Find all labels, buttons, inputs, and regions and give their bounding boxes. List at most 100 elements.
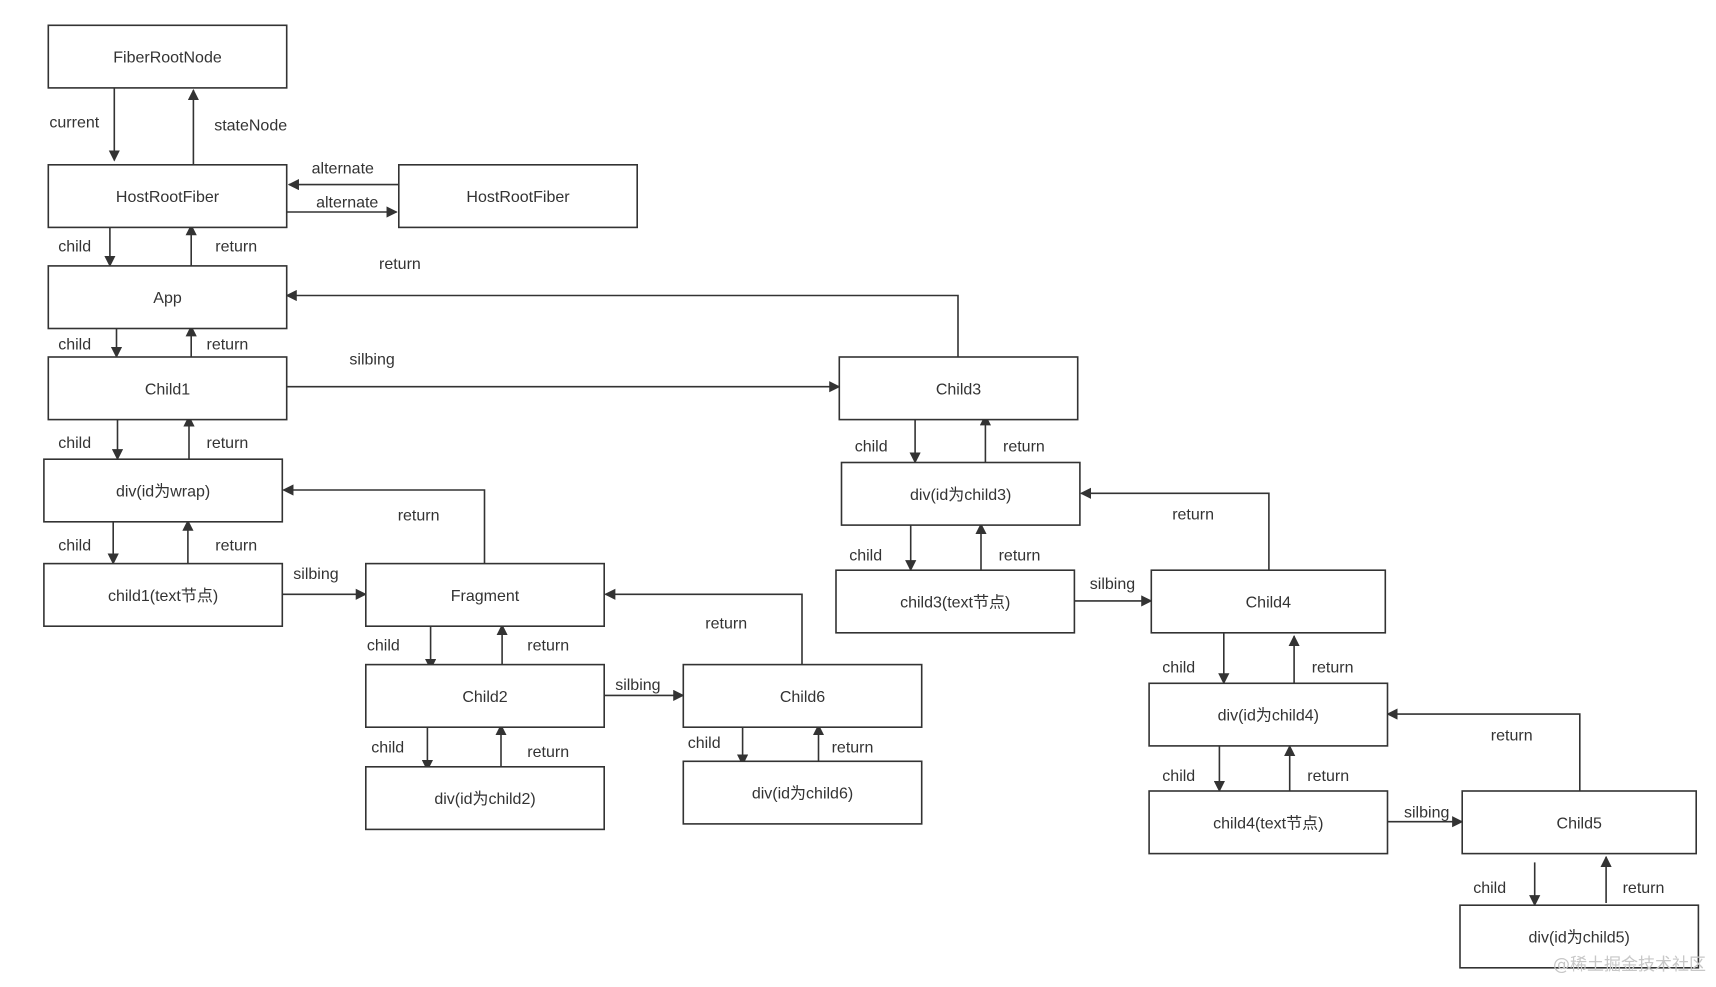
node-label: div(id为child3) xyxy=(910,486,1011,504)
node-box xyxy=(47,356,288,421)
edge-label: return xyxy=(215,537,257,554)
node-div-child2: div(id为child2) xyxy=(364,765,605,831)
edge-child4-text-to-child5-silbing: silbing xyxy=(1387,804,1464,828)
edge-fragment-to-wrap-return: return xyxy=(282,484,486,564)
edge-label: return xyxy=(215,239,257,256)
node-box xyxy=(364,562,605,627)
edge-label: return xyxy=(1312,659,1354,676)
edge-child2-to-fragment-return: return xyxy=(496,623,569,665)
edge-label: return xyxy=(398,508,440,525)
node-label: child3(text节点) xyxy=(900,594,1010,612)
node-label: child1(text节点) xyxy=(108,587,218,605)
edge-label: return xyxy=(527,637,569,654)
node-box xyxy=(47,265,288,330)
edge-label: child xyxy=(58,537,91,554)
node-label: div(id为child2) xyxy=(434,790,535,808)
node-child1-text: child1(text节点) xyxy=(43,562,284,627)
node-label: Child5 xyxy=(1557,815,1602,832)
edge-hostroot-to-app-child: child xyxy=(58,227,116,268)
node-box xyxy=(47,164,288,229)
watermark: @稀土掘金技术社区 xyxy=(1553,955,1706,975)
edge-fragment-to-child2-child: child xyxy=(367,626,437,671)
node-hostroot-alt: HostRootFiber xyxy=(397,164,638,229)
node-box xyxy=(835,569,1076,634)
node-div-child5: div(id为child5) xyxy=(1459,904,1700,969)
edge-child1-text-to-fragment-silbing: silbing xyxy=(282,566,367,600)
edge-child5-to-div-child4-return: return xyxy=(1386,708,1581,791)
node-label: Child4 xyxy=(1246,595,1291,612)
node-box xyxy=(682,663,923,728)
edge-label: return xyxy=(999,547,1041,564)
node-label: child4(text节点) xyxy=(1213,814,1323,832)
edge-div-child2-to-child2-return: return xyxy=(495,723,569,767)
node-box xyxy=(1148,790,1389,855)
node-label: div(id为child6) xyxy=(752,785,853,803)
node-label: FiberRootNode xyxy=(113,50,222,67)
node-label: Child6 xyxy=(780,689,825,706)
node-child3: Child3 xyxy=(838,356,1079,421)
node-box xyxy=(682,760,923,825)
edge-child1-to-wrap-child: child xyxy=(58,419,124,461)
edge-label: child xyxy=(855,439,888,456)
node-label: Child1 xyxy=(145,381,190,398)
edge-child3-to-div-child3-child: child xyxy=(855,419,921,464)
node-box xyxy=(1459,904,1700,969)
edge-label: return xyxy=(379,256,421,273)
node-box xyxy=(364,765,605,831)
edge-child1-to-app-return: return xyxy=(185,325,249,357)
edge-label: return xyxy=(207,336,249,353)
node-box xyxy=(364,663,605,728)
edge-label: child xyxy=(1162,768,1195,785)
edge-label: child xyxy=(1473,880,1506,897)
edge-label: return xyxy=(832,740,874,757)
edge-child3-to-app-return: return xyxy=(285,256,959,357)
node-box xyxy=(397,164,638,229)
edge-div-child4-to-child4-text-child: child xyxy=(1162,745,1226,793)
edge-label: silbing xyxy=(615,677,660,694)
edge-label: return xyxy=(1172,507,1214,524)
node-label: HostRootFiber xyxy=(466,189,570,206)
edge-label: return xyxy=(1003,439,1045,456)
node-child4-text: child4(text节点) xyxy=(1148,790,1389,855)
edge-label: stateNode xyxy=(214,118,287,135)
edge-div-child6-to-child6-return: return xyxy=(812,723,874,762)
node-label: Child3 xyxy=(936,381,981,398)
node-label: div(id为wrap) xyxy=(116,483,210,501)
edge-label: return xyxy=(1491,728,1533,745)
edge-app-to-hostroot-return: return xyxy=(185,224,257,266)
node-child3-text: child3(text节点) xyxy=(835,569,1076,634)
edge-fiberroot-to-hostroot-current: current xyxy=(49,87,120,162)
edge-label: silbing xyxy=(1090,576,1135,593)
edge-arrow xyxy=(604,588,803,665)
node-label: Child2 xyxy=(462,689,507,706)
edge-child2-to-child6-silbing: silbing xyxy=(604,677,685,702)
edge-label: child xyxy=(58,336,91,353)
edge-label: return xyxy=(705,615,747,632)
node-child6: Child6 xyxy=(682,663,923,728)
node-label: div(id为child4) xyxy=(1218,707,1319,725)
node-app: App xyxy=(47,265,288,330)
edge-child4-to-div-child4-child: child xyxy=(1162,632,1230,685)
edge-child4-text-to-div-child4-return: return xyxy=(1284,744,1349,791)
edge-label: current xyxy=(49,114,99,131)
node-fiberroot: FiberRootNode xyxy=(47,24,288,89)
edge-child3-text-to-div-child3-return: return xyxy=(975,522,1041,571)
node-label: Fragment xyxy=(451,588,520,605)
node-label: App xyxy=(153,290,182,307)
edge-label: silbing xyxy=(293,566,338,583)
node-box xyxy=(1150,569,1387,634)
edge-label: silbing xyxy=(1404,804,1449,821)
node-div-child4: div(id为child4) xyxy=(1148,682,1389,747)
edge-label: child xyxy=(58,239,91,256)
edge-child3-text-to-child4-silbing: silbing xyxy=(1074,576,1153,607)
edge-hostroot-alt-to-hostroot-alternate: alternate xyxy=(287,161,399,191)
edge-label: return xyxy=(1623,880,1665,897)
edge-label: child xyxy=(371,740,404,757)
edge-arrow xyxy=(1386,708,1581,791)
edge-div-child3-to-child3-text-child: child xyxy=(849,525,917,572)
edge-label: alternate xyxy=(316,195,378,212)
edge-label: child xyxy=(367,637,400,654)
edge-wrap-to-child1-return: return xyxy=(183,415,248,460)
node-wrap: div(id为wrap) xyxy=(43,458,284,523)
